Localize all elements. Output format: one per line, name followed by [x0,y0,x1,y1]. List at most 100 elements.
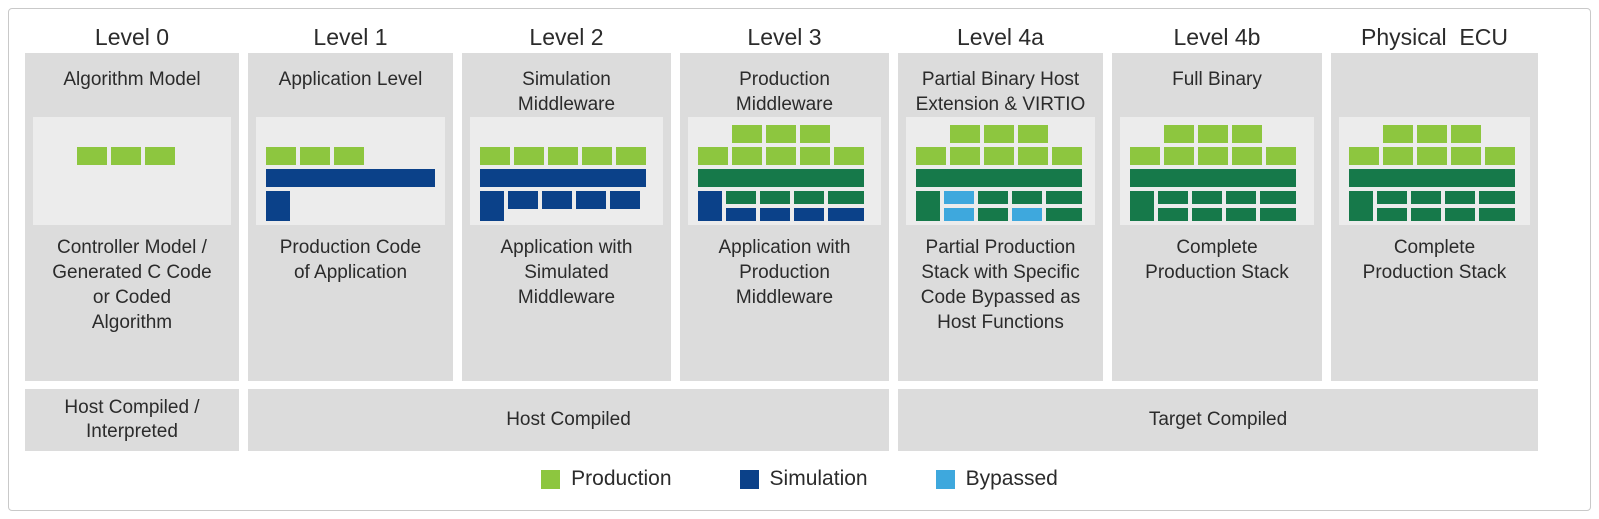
level-head-label: Simulation Middleware [517,69,616,115]
stack-block-production [1052,147,1082,165]
stack-block-production [1451,125,1481,143]
level-title: Level 3 [747,24,822,50]
stack-block-middleware_production [760,191,790,204]
stack-diagram [1339,117,1530,225]
level-column-4[interactable]: Level 4a Partial Binary Host Extension & … [898,21,1103,381]
stack-block-simulation [698,191,722,221]
stack-block-production [1198,147,1228,165]
stack-block-middleware_production [828,191,864,204]
stack-block-middleware_production [1158,191,1188,204]
stack-block-middleware_production [698,169,864,187]
level-title: Level 4a [957,24,1044,50]
legend-label: Production [571,467,672,490]
level-head-label: Application Level [278,69,423,90]
stack-block-production [766,147,796,165]
compile-band: Target Compiled [898,389,1538,451]
stack-block-production [1417,125,1447,143]
stack-block-production [582,147,612,165]
stack-block-production [1232,147,1262,165]
stack-block-middleware_production [1349,169,1515,187]
stack-block-middleware_production [1012,191,1042,204]
square-swatch [739,469,759,489]
level-title: Level 1 [313,24,388,50]
stack-block-production [111,147,141,165]
stack-block-production [916,147,946,165]
stack-block-middleware_production [1226,191,1256,204]
stack-diagram [33,117,231,225]
stack-block-middleware_production [1479,208,1515,221]
legend-item: Simulation [739,467,868,491]
stack-block-production [145,147,175,165]
stack-block-production [266,147,296,165]
stack-block-production [1232,125,1262,143]
stack-block-production [514,147,544,165]
stack-block-production [698,147,728,165]
legend-label: Bypassed [965,467,1058,490]
stack-block-bypassed [1012,208,1042,221]
stack-block-production [1164,125,1194,143]
stack-block-production [1485,147,1515,165]
legend-item: Production [541,467,672,491]
square-swatch [541,469,561,489]
stack-block-middleware_production [978,191,1008,204]
stack-block-middleware_production [1349,191,1373,221]
stack-block-production [800,147,830,165]
level-head-label [1339,61,1530,117]
level-head-label: Production Middleware [735,69,834,115]
stack-block-production [1130,147,1160,165]
stack-block-bypassed [944,191,974,204]
level-foot-label: Production Code of Application [279,237,422,283]
legend-label: Simulation [769,467,868,490]
stack-block-middleware_production [794,191,824,204]
stack-block-production [732,147,762,165]
square-swatch [935,469,955,489]
compile-band: Host Compiled / Interpreted [25,389,239,451]
stack-block-simulation [576,191,606,209]
stack-block-production [1018,147,1048,165]
level-title: Level 0 [94,24,170,50]
stack-block-middleware_production [1479,191,1515,204]
compile-band: Host Compiled [248,389,889,451]
stack-block-production [548,147,578,165]
stack-block-production [334,147,364,165]
stack-block-middleware_production [1260,208,1296,221]
stack-block-bypassed [944,208,974,221]
stack-block-middleware_production [1130,191,1154,221]
stack-block-middleware_production [1445,191,1475,204]
level-foot-label: Application with Simulated Middleware [500,237,633,308]
level-column-6[interactable]: Physical ECU Complete Production Stack [1331,21,1538,381]
stack-block-simulation [480,191,504,221]
stack-block-middleware_production [1377,191,1407,204]
stack-block-middleware_production [1260,191,1296,204]
stack-block-production [800,125,830,143]
stack-block-simulation [508,191,538,209]
level-foot-label: Controller Model / Generated C Code or C… [52,237,212,333]
stack-block-middleware_production [1046,191,1082,204]
stack-block-production [480,147,510,165]
stack-block-production [1451,147,1481,165]
stack-block-production [732,125,762,143]
level-title: Physical ECU [1361,24,1508,50]
stack-block-middleware_production [1377,208,1407,221]
stack-block-simulation [542,191,572,209]
stack-block-production [1383,147,1413,165]
level-panel[interactable]: Complete Production Stack [1331,53,1538,381]
level-title: Level 4b [1173,24,1261,50]
stack-block-middleware_production [726,191,756,204]
stack-block-production [984,147,1014,165]
stack-block-production [1018,125,1048,143]
stack-block-middleware_production [916,169,1082,187]
stack-block-production [950,125,980,143]
